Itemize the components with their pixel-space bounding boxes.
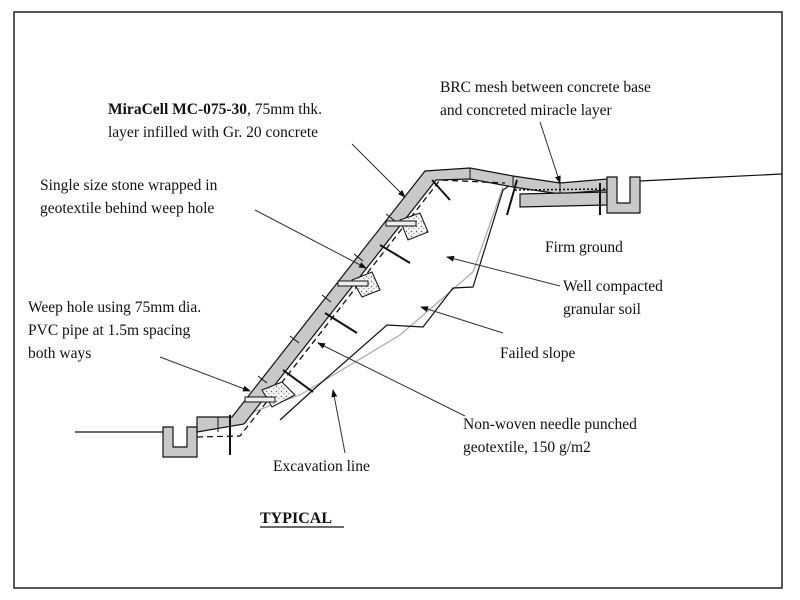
geotextile-label-line2: geotextile, 150 g/m2 bbox=[463, 439, 591, 456]
weep-label-line2: PVC pipe at 1.5m spacing bbox=[28, 322, 191, 339]
weep-label-line1: Weep hole using 75mm dia. bbox=[28, 299, 201, 316]
ground-right bbox=[639, 173, 783, 182]
right-drain bbox=[606, 176, 641, 214]
excavation-line bbox=[279, 182, 514, 421]
weep-label-line3: both ways bbox=[28, 345, 91, 362]
excavation-leader bbox=[331, 389, 346, 454]
weep-leader bbox=[159, 356, 251, 392]
stone-leader bbox=[254, 209, 367, 269]
excavation-label: Excavation line bbox=[273, 458, 370, 475]
weep-hole-pipes bbox=[244, 220, 417, 403]
brc-leader bbox=[539, 121, 561, 184]
brc-mesh bbox=[514, 188, 606, 191]
compacted-label-line1: Well compacted bbox=[563, 278, 663, 295]
stone-label-line1: Single size stone wrapped in bbox=[40, 177, 218, 194]
miracell-label: MiraCell MC-075-30, 75mm thk. bbox=[108, 101, 322, 118]
failed-slope-label: Failed slope bbox=[500, 345, 575, 362]
left-drain bbox=[162, 426, 198, 458]
weep-hole-stones bbox=[261, 212, 429, 408]
diagram-title: TYPICAL bbox=[260, 510, 332, 527]
geotextile-label-line1: Non-woven needle punched bbox=[463, 416, 637, 433]
brc-label-line1: BRC mesh between concrete base bbox=[440, 79, 651, 96]
anchor-bars bbox=[229, 179, 601, 455]
compacted-label-line2: granular soil bbox=[563, 301, 641, 318]
miracell-label-line2: layer infilled with Gr. 20 concrete bbox=[108, 124, 318, 141]
brc-label-line2: and concreted miracle layer bbox=[440, 102, 613, 119]
failed-slope-line bbox=[249, 186, 504, 414]
stone-label-line2: geotextile behind weep hole bbox=[40, 200, 214, 217]
panel-joints bbox=[217, 168, 561, 432]
frame-border bbox=[13, 11, 783, 589]
miracell-leader bbox=[351, 143, 406, 198]
compacted-leader bbox=[446, 255, 561, 287]
geotextile-leader bbox=[317, 342, 466, 417]
geotextile-line bbox=[196, 179, 506, 438]
miracell-concrete-layer bbox=[196, 167, 608, 433]
right-base-slab bbox=[519, 191, 608, 208]
failed-slope-leader bbox=[420, 306, 504, 334]
firm-ground-label: Firm ground bbox=[545, 239, 623, 256]
